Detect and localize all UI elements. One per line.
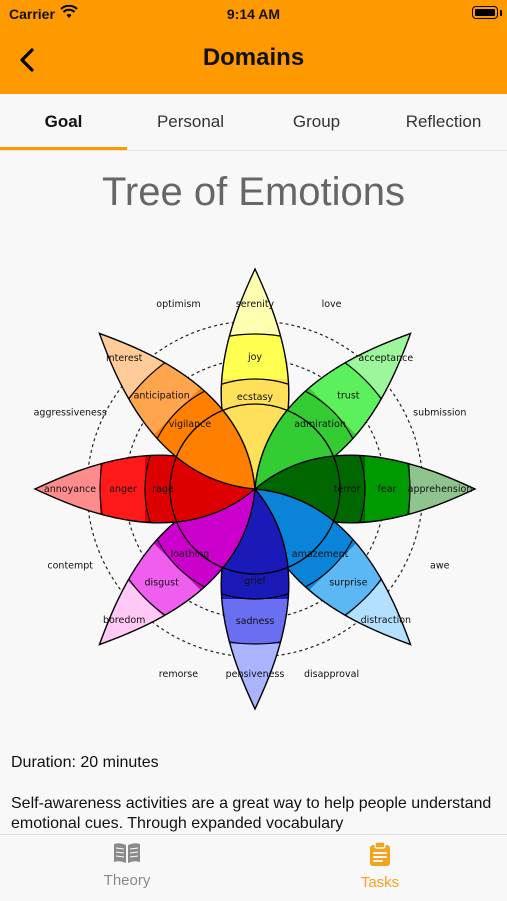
dyad-label: optimism <box>156 299 200 310</box>
battery-tip <box>500 10 502 16</box>
tabbar-tasks-label: Tasks <box>360 874 400 891</box>
emotion-label: interest <box>106 353 143 364</box>
emotion-label: fear <box>378 484 397 495</box>
dyad-label: remorse <box>159 669 198 680</box>
tabbar-theory[interactable]: Theory <box>47 841 207 889</box>
emotion-label: apprehension <box>408 484 473 495</box>
dyad-label: disapproval <box>304 669 359 680</box>
emotion-label: terror <box>334 484 361 495</box>
clipboard-icon <box>370 841 390 866</box>
battery-icon <box>472 6 498 19</box>
emotion-label: ecstasy <box>237 392 274 403</box>
tab-reflection[interactable]: Reflection <box>405 112 482 131</box>
tab-goal[interactable]: Goal <box>44 112 83 131</box>
dyad-label: contempt <box>47 561 93 572</box>
emotion-label: rage <box>152 484 174 495</box>
emotion-label: joy <box>247 352 262 363</box>
dyad-label: submission <box>413 407 466 418</box>
description-text: Self-awareness activities are a great wa… <box>11 795 492 832</box>
emotion-label: distraction <box>361 615 412 626</box>
emotion-label: amazement <box>292 549 349 560</box>
emotion-label: serenity <box>236 299 275 310</box>
emotion-label: boredom <box>103 615 145 626</box>
book-icon <box>114 843 140 863</box>
carrier-label: Carrier <box>9 6 55 22</box>
active-tab-indicator <box>0 147 127 150</box>
content-heading: Tree of Emotions <box>101 170 406 214</box>
bottom-tab-bar: Theory Tasks <box>0 834 507 901</box>
back-button[interactable] <box>14 44 44 76</box>
tab-group[interactable]: Group <box>292 112 341 131</box>
wifi-icon <box>60 5 78 18</box>
emotion-label: grief <box>244 576 266 587</box>
emotion-label: surprise <box>329 577 367 588</box>
dyad-label: love <box>322 299 342 310</box>
emotion-label: trust <box>337 391 360 402</box>
tabbar-theory-label: Theory <box>103 872 151 889</box>
emotion-label: anger <box>109 484 137 495</box>
nav-header: Carrier 9:14 AM Domains <box>0 0 507 94</box>
emotion-label: acceptance <box>358 353 413 364</box>
tabbar-tasks[interactable]: Tasks <box>300 841 460 891</box>
emotion-label: loathing <box>171 549 210 560</box>
emotion-label: pensiveness <box>226 669 285 680</box>
inner-ring <box>169 403 341 575</box>
page-title: Domains <box>202 44 305 71</box>
emotion-label: anticipation <box>134 391 190 402</box>
dyad-label: awe <box>430 561 450 572</box>
emotion-label: annoyance <box>44 484 96 495</box>
chevron-left-icon <box>20 48 34 72</box>
duration-text: Duration: 20 minutes <box>11 754 159 771</box>
emotion-label: sadness <box>236 616 275 627</box>
segment-tabs: Goal Personal Group Reflection <box>0 94 507 150</box>
dyad-label: aggressiveness <box>34 407 107 418</box>
clock: 9:14 AM <box>226 6 281 22</box>
tab-personal[interactable]: Personal <box>156 112 225 131</box>
status-bar: Carrier 9:14 AM <box>0 0 507 28</box>
emotion-label: disgust <box>144 577 179 588</box>
emotion-label: vigilance <box>169 419 212 430</box>
emotion-label: admiration <box>294 419 346 430</box>
emotion-wheel: serenity joy ecstasy acceptance trust admirat… <box>33 267 477 711</box>
